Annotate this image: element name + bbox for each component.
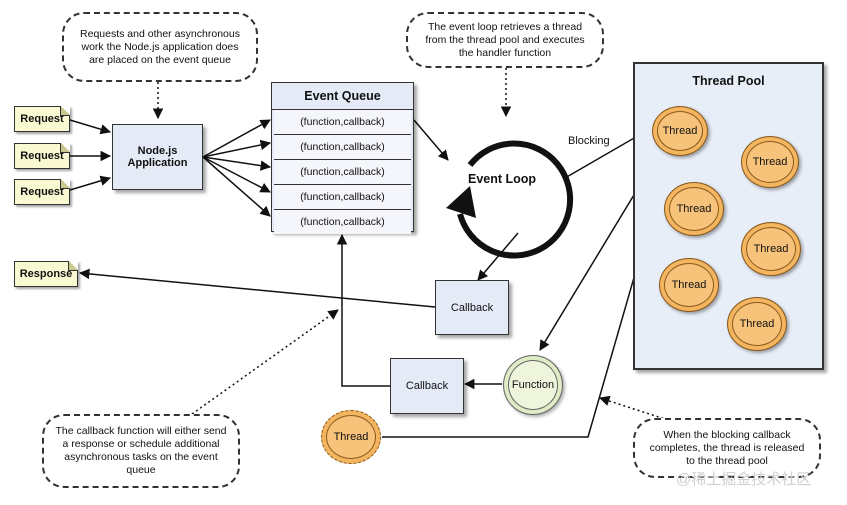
request-doc-1: Request <box>14 106 70 132</box>
queue-arrow-4 <box>202 156 271 193</box>
app-line-1: Node.js <box>137 145 178 157</box>
request-arrow-1 <box>69 119 112 135</box>
event-loop-label: Event Loop <box>468 172 537 186</box>
queue-to-loop-arrow <box>413 119 449 161</box>
app-line-2: Application <box>127 157 188 169</box>
event-queue-title: Event Queue <box>272 83 413 110</box>
note-top-left-text: Requests and other asynchronous work the… <box>80 27 240 66</box>
note-bottom-right-text: When the blocking callback completes, th… <box>649 428 805 467</box>
response-doc: Response <box>14 261 78 287</box>
queue-arrow-2 <box>202 139 272 158</box>
pool-thread: Thread <box>741 136 799 188</box>
response-label: Response <box>19 268 73 280</box>
callback-to-queue-arrow <box>336 233 390 387</box>
request-label: Request <box>20 113 64 125</box>
loop-to-callback-arrow <box>477 232 519 281</box>
note-pointer-bottom-left <box>191 309 339 415</box>
note-top-middle-text: The event loop retrieves a thread from t… <box>425 20 585 59</box>
queue-item: (function,callback) <box>274 185 411 210</box>
request-doc-2: Request <box>14 143 70 169</box>
queue-item: (function,callback) <box>274 135 411 160</box>
event-queue: Event Queue (function,callback) (functio… <box>271 82 414 234</box>
pool-thread: Thread <box>727 297 787 351</box>
function-circle: Function <box>503 355 563 415</box>
request-label: Request <box>20 186 64 198</box>
queue-item: (function,callback) <box>274 210 411 234</box>
nodejs-application-box: Node.js Application <box>112 124 203 190</box>
request-arrow-3 <box>69 175 112 191</box>
pool-thread: Thread <box>741 222 801 276</box>
queue-item: (function,callback) <box>274 160 411 185</box>
blocking-label: Blocking <box>568 135 610 147</box>
note-bottom-right: When the blocking callback completes, th… <box>633 418 821 478</box>
watermark: @稀土掘金技术社区 <box>676 471 812 488</box>
callback-box-2: Callback <box>390 358 464 414</box>
pool-thread: Thread <box>659 258 719 312</box>
released-thread: Thread <box>321 410 381 464</box>
request-doc-3: Request <box>14 179 70 205</box>
thread-pool-title: Thread Pool <box>692 74 765 88</box>
request-label: Request <box>20 150 64 162</box>
pool-thread: Thread <box>652 106 708 156</box>
note-bottom-left-text: The callback function will either send a… <box>55 425 227 476</box>
event-loop-arrowhead <box>446 186 476 218</box>
note-top-middle: The event loop retrieves a thread from t… <box>406 12 604 68</box>
callback-box-1: Callback <box>435 280 509 335</box>
queue-item: (function,callback) <box>274 110 411 135</box>
pool-thread: Thread <box>664 182 724 236</box>
note-top-left: Requests and other asynchronous work the… <box>62 12 258 82</box>
event-loop-ring <box>457 140 574 259</box>
note-bottom-left: The callback function will either send a… <box>42 414 240 488</box>
queue-arrow-3 <box>202 156 272 171</box>
callback-to-response-arrow <box>78 268 436 308</box>
note-pointer-bottom-right <box>599 395 669 421</box>
queue-arrow-5 <box>202 156 271 217</box>
queue-arrow-1 <box>202 119 271 158</box>
